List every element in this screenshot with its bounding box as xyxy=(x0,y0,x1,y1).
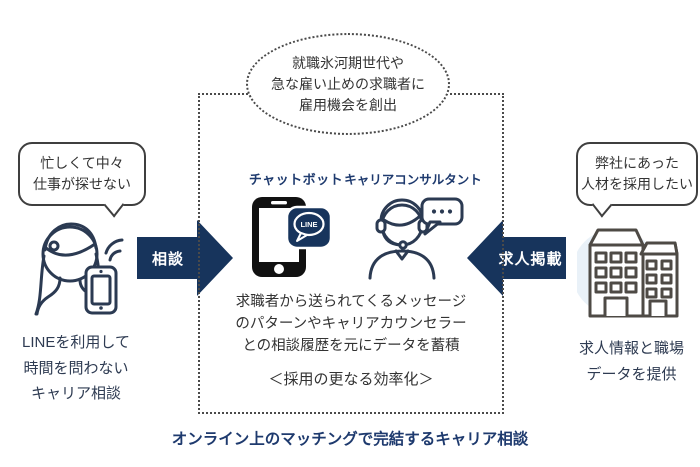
job-seeker-speech-line: 仕事が探せない xyxy=(33,176,131,192)
job-seeker-speech-bubble: 忙しくて中々 仕事が探せない xyxy=(18,142,146,218)
job-posting-arrow: 求人掲載 xyxy=(467,220,566,296)
job-seeker-caption-line: キャリア相談 xyxy=(30,385,121,402)
data-accumulation-description: 求職者から送られてくるメッセージ のパターンやキャリアカウンセラー との相談履歴… xyxy=(202,291,500,357)
line-chatbot-phone-icon: LINE xyxy=(252,197,333,277)
right-pointing-arrow-shape xyxy=(137,220,233,296)
chatbot-label: チャットボット xyxy=(248,172,344,187)
speech-bubble-tail xyxy=(591,192,613,218)
employer-speech-line: 人材を採用したい xyxy=(581,176,693,192)
consult-arrow-label: 相談 xyxy=(151,250,184,268)
goal-bubble-line: 雇用機会を創出 xyxy=(299,96,397,113)
efficiency-highlight: ＜採用の更なる効率化＞ xyxy=(268,371,434,388)
description-line: 求職者から送られてくるメッセージ xyxy=(235,294,467,310)
job-seeker-caption: LINEを利用して 時間を問わない キャリア相談 xyxy=(0,330,152,407)
woman-using-smartphone-icon xyxy=(34,222,124,316)
employer-caption-line: 求人情報と職場 xyxy=(578,340,684,357)
line-logo-text: LINE xyxy=(300,220,317,229)
job-seeker-caption-line: 時間を問わない xyxy=(23,359,129,377)
office-building-icon xyxy=(577,228,679,318)
speech-bubble-tail xyxy=(103,192,125,218)
job-seeker-caption-line: LINEを利用して xyxy=(22,334,130,351)
career-consultant-headset-icon xyxy=(368,197,464,280)
goal-bubble: 就職氷河期世代や 急な雇い止めの求職者に 雇用機会を創出 xyxy=(246,33,450,135)
consult-arrow: 相談 xyxy=(137,220,236,296)
goal-bubble-line: 就職氷河期世代や xyxy=(292,54,404,71)
employer-caption-line: データを提供 xyxy=(586,365,677,383)
job-seeker-speech-line: 忙しくて中々 xyxy=(40,155,124,171)
employer-speech-line: 弊社にあった xyxy=(595,155,679,171)
description-line: との相談履歴を元にデータを蓄積 xyxy=(242,338,460,355)
description-line: のパターンやキャリアカウンセラー xyxy=(235,316,467,333)
job-posting-arrow-label: 求人掲載 xyxy=(498,250,563,268)
left-pointing-arrow-shape xyxy=(467,220,566,296)
employer-speech-bubble: 弊社にあった 人材を採用したい xyxy=(576,142,698,218)
employer-caption: 求人情報と職場 データを提供 xyxy=(563,336,700,387)
goal-bubble-line: 急な雇い止めの求職者に xyxy=(271,75,425,92)
footer-caption: オンライン上のマッチングで完結するキャリア相談 xyxy=(171,431,529,448)
consultant-label: キャリアコンサルタント xyxy=(344,173,482,187)
